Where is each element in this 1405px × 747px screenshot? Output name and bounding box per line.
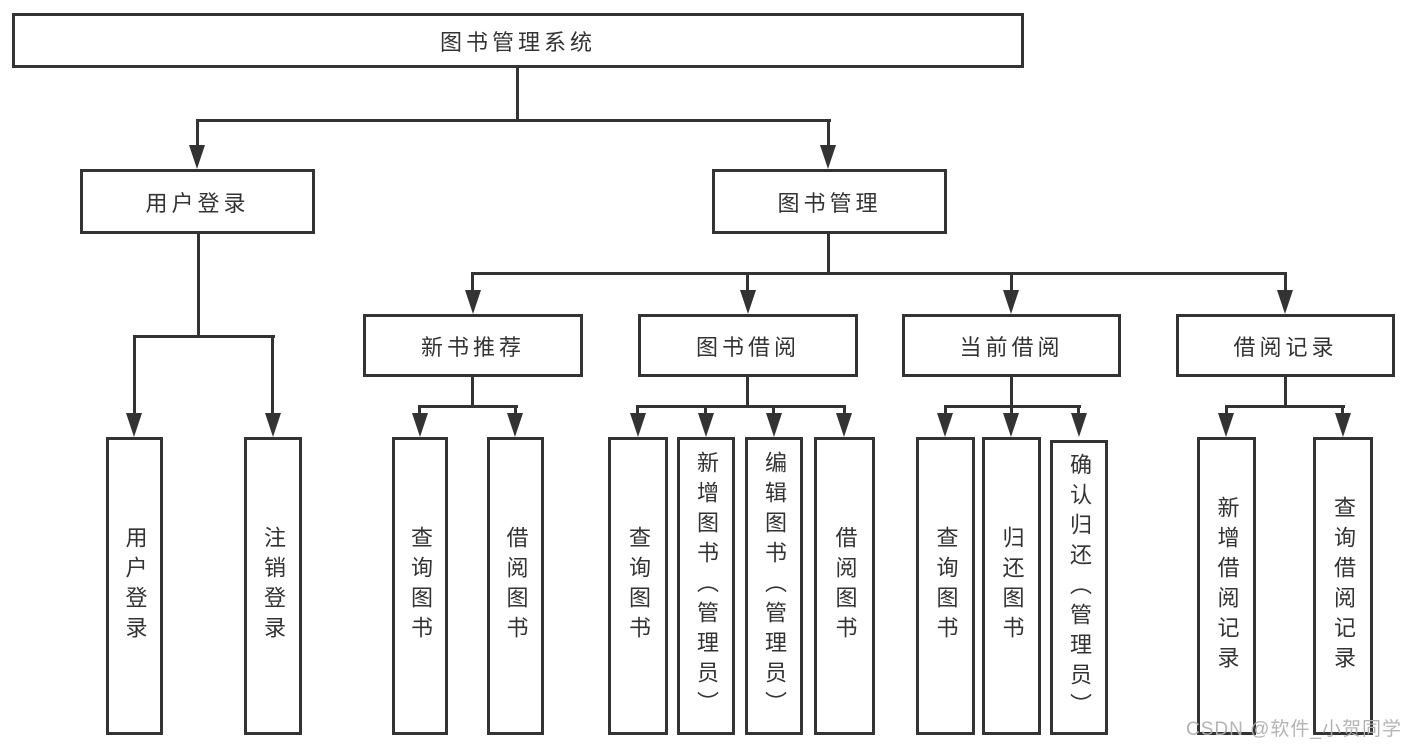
- node-book-borrow: 图书借阅: [638, 314, 858, 377]
- node-root-label: 图书管理系统: [439, 29, 596, 55]
- leaf-records-add-record-label: 新增借阅记录: [1214, 496, 1240, 676]
- leaf-current-confirm-return-admin: 确认归还（管理员）: [1050, 440, 1108, 735]
- leaf-records-query-record-label: 查询借阅记录: [1331, 496, 1356, 676]
- connector-line: [471, 377, 474, 408]
- leaf-recommend-borrow-books: 借阅图书: [487, 437, 544, 735]
- connector-line: [418, 405, 518, 408]
- arrow-down-icon: [1071, 413, 1087, 437]
- leaf-borrow-borrow-books: 借阅图书: [814, 437, 875, 735]
- node-book-management: 图书管理: [712, 169, 947, 234]
- connector-line: [944, 405, 947, 417]
- node-book-management-label: 图书管理: [777, 190, 882, 216]
- connector-line: [196, 119, 831, 122]
- connector-line: [271, 335, 274, 417]
- leaf-borrow-add-books-admin-label: 新增图书（管理员）: [694, 451, 719, 721]
- leaf-borrow-edit-books-admin-label: 编辑图书（管理员）: [762, 451, 787, 721]
- leaf-records-add-record: 新增借阅记录: [1197, 437, 1256, 735]
- leaf-borrow-add-books-admin: 新增图书（管理员）: [677, 437, 735, 735]
- csdn-watermark: CSDN @软件_小贺同学: [1186, 719, 1402, 740]
- node-user-login-label: 用户登录: [145, 190, 250, 216]
- leaf-borrow-query-books: 查询图书: [608, 437, 668, 735]
- arrow-down-icon: [836, 413, 852, 437]
- arrow-down-icon: [189, 145, 205, 169]
- arrow-down-icon: [698, 413, 714, 437]
- arrow-down-icon: [740, 290, 756, 314]
- connector-line: [197, 234, 200, 338]
- connector-line: [1225, 405, 1228, 417]
- arrow-down-icon: [126, 413, 142, 437]
- leaf-current-confirm-return-admin-label: 确认归还（管理员）: [1067, 452, 1092, 723]
- node-borrow-records: 借阅记录: [1176, 314, 1395, 377]
- connector-line: [1341, 405, 1344, 417]
- connector-line: [133, 335, 275, 338]
- leaf-current-return-books-label: 归还图书: [999, 526, 1025, 646]
- leaf-borrow-borrow-books-label: 借阅图书: [832, 526, 858, 646]
- leaf-current-query-books: 查询图书: [916, 437, 975, 735]
- node-current-borrow: 当前借阅: [902, 314, 1121, 377]
- connector-line: [704, 405, 707, 417]
- connector-line: [1010, 405, 1013, 417]
- leaf-records-query-record: 查询借阅记录: [1313, 437, 1373, 735]
- node-root: 图书管理系统: [12, 13, 1024, 68]
- connector-line: [196, 119, 199, 151]
- node-new-book-recommend-label: 新书推荐: [420, 334, 525, 360]
- leaf-recommend-borrow-books-label: 借阅图书: [503, 526, 529, 646]
- leaf-logout-label: 注销登录: [261, 526, 286, 646]
- connector-line: [636, 405, 639, 417]
- connector-line: [746, 377, 749, 408]
- arrow-down-icon: [1335, 413, 1351, 437]
- connector-line: [1225, 405, 1345, 408]
- connector-line: [843, 405, 846, 417]
- connector-line: [1284, 377, 1287, 408]
- arrow-down-icon: [630, 413, 646, 437]
- leaf-user-login-label: 用户登录: [122, 526, 148, 646]
- arrow-down-icon: [412, 413, 428, 437]
- connector-line: [827, 119, 830, 151]
- connector-line: [418, 405, 421, 417]
- arrow-down-icon: [766, 413, 782, 437]
- node-user-login: 用户登录: [80, 169, 315, 234]
- leaf-current-query-books-label: 查询图书: [933, 526, 959, 646]
- connector-line: [471, 272, 474, 294]
- arrow-down-icon: [1003, 413, 1019, 437]
- connector-line: [1010, 377, 1013, 408]
- connector-line: [1077, 405, 1080, 417]
- connector-line: [772, 405, 775, 417]
- arrow-down-icon: [820, 145, 836, 169]
- arrow-down-icon: [1277, 290, 1293, 314]
- arrow-down-icon: [265, 413, 281, 437]
- node-new-book-recommend: 新书推荐: [363, 314, 583, 377]
- connector-line: [1010, 272, 1013, 294]
- arrow-down-icon: [1003, 290, 1019, 314]
- connector-line: [471, 272, 1286, 275]
- node-current-borrow-label: 当前借阅: [959, 334, 1064, 360]
- connector-line: [516, 68, 519, 122]
- connector-line: [514, 405, 517, 417]
- arrow-down-icon: [507, 413, 523, 437]
- arrow-down-icon: [1218, 413, 1234, 437]
- leaf-recommend-query-books-label: 查询图书: [408, 526, 433, 646]
- leaf-recommend-query-books: 查询图书: [392, 437, 448, 735]
- leaf-borrow-edit-books-admin: 编辑图书（管理员）: [745, 437, 803, 735]
- arrow-down-icon: [465, 290, 481, 314]
- connector-line: [1284, 272, 1287, 294]
- connector-line: [746, 272, 749, 294]
- leaf-user-login: 用户登录: [106, 437, 163, 735]
- leaf-current-return-books: 归还图书: [982, 437, 1041, 735]
- connector-line: [827, 234, 830, 275]
- leaf-borrow-query-books-label: 查询图书: [626, 526, 651, 646]
- arrow-down-icon: [937, 413, 953, 437]
- node-book-borrow-label: 图书借阅: [695, 334, 800, 360]
- leaf-logout: 注销登录: [244, 437, 302, 735]
- node-borrow-records-label: 借阅记录: [1233, 334, 1338, 360]
- connector-line: [636, 405, 846, 408]
- connector-line: [133, 335, 136, 417]
